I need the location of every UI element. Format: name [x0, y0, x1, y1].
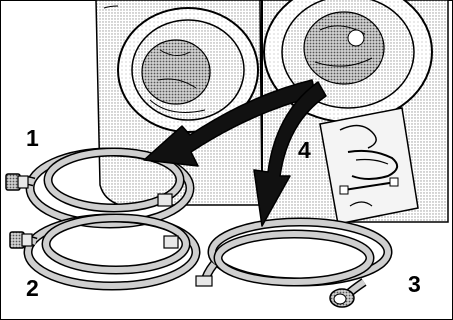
callout-2: 2 [26, 275, 39, 301]
callout-1: 1 [26, 125, 39, 151]
instruction-sheet [320, 108, 418, 224]
hose-2-connector [10, 232, 32, 248]
callout-4: 4 [298, 137, 311, 163]
hose-3-end-cap [330, 289, 354, 307]
hose-1-connector [6, 174, 28, 190]
callout-3: 3 [408, 271, 421, 297]
